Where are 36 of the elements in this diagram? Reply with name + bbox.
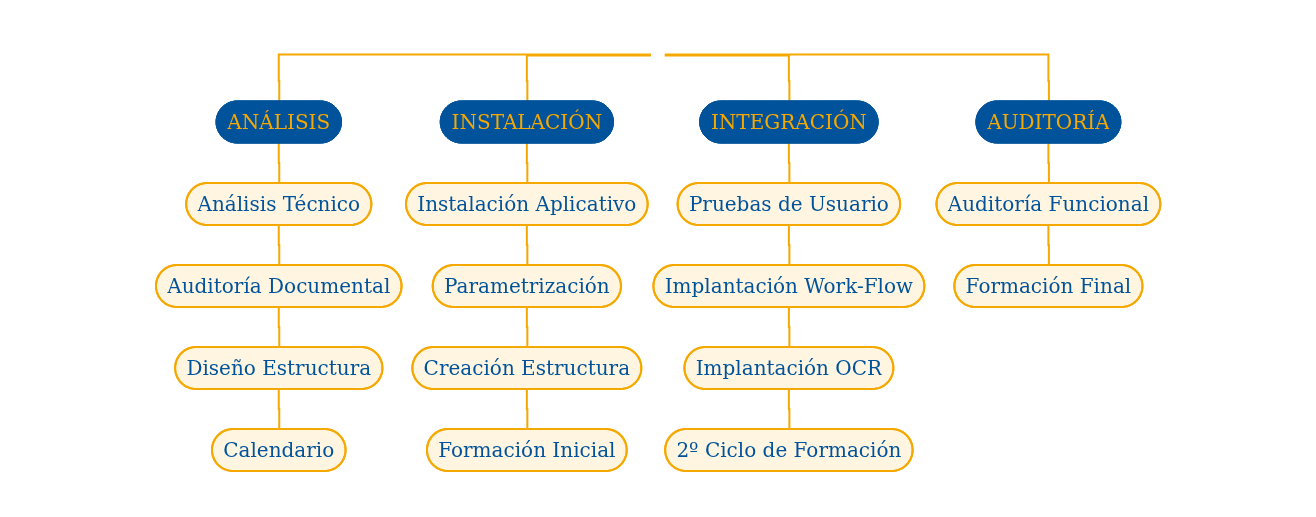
connector-line [525, 53, 652, 102]
phase-header: ANÁLISIS [215, 100, 342, 143]
task-box: 2º Ciclo de Formación [664, 427, 914, 472]
phase-header: AUDITORÍA [975, 100, 1122, 143]
connector-line [663, 53, 791, 102]
connector-line [787, 142, 791, 184]
connector-line [1047, 224, 1050, 266]
connector-line [277, 142, 281, 184]
task-box: Pruebas de Usuario [676, 181, 901, 226]
connector-line [787, 388, 791, 430]
connector-line [277, 53, 652, 102]
connector-line [787, 224, 791, 266]
phase-header: INSTALACIÓN [439, 100, 614, 143]
connector-line [525, 224, 529, 266]
connector-line [663, 53, 1050, 102]
connector-line [787, 306, 791, 348]
task-box: Implantación Work-Flow [652, 263, 926, 308]
connector-line [277, 306, 281, 348]
task-box: Análisis Técnico [185, 181, 373, 226]
task-box: Formación Final [953, 263, 1144, 308]
task-box: Creación Estructura [411, 345, 643, 390]
connector-line [525, 388, 529, 430]
connector-line [525, 142, 529, 184]
phase-header: INTEGRACIÓN [699, 100, 879, 143]
task-box: Auditoría Funcional [935, 181, 1162, 226]
task-box: Instalación Aplicativo [404, 181, 649, 226]
connector-line [277, 224, 281, 266]
task-box: Implantación OCR [683, 345, 895, 390]
connector-line [277, 388, 281, 430]
task-box: Auditoría Documental [154, 263, 403, 308]
task-box: Calendario [210, 427, 347, 472]
task-box: Diseño Estructura [174, 345, 384, 390]
task-box: Parametrización [431, 263, 622, 308]
task-box: Formación Inicial [425, 427, 628, 472]
connector-line [1047, 142, 1050, 184]
connector-line [525, 306, 529, 348]
